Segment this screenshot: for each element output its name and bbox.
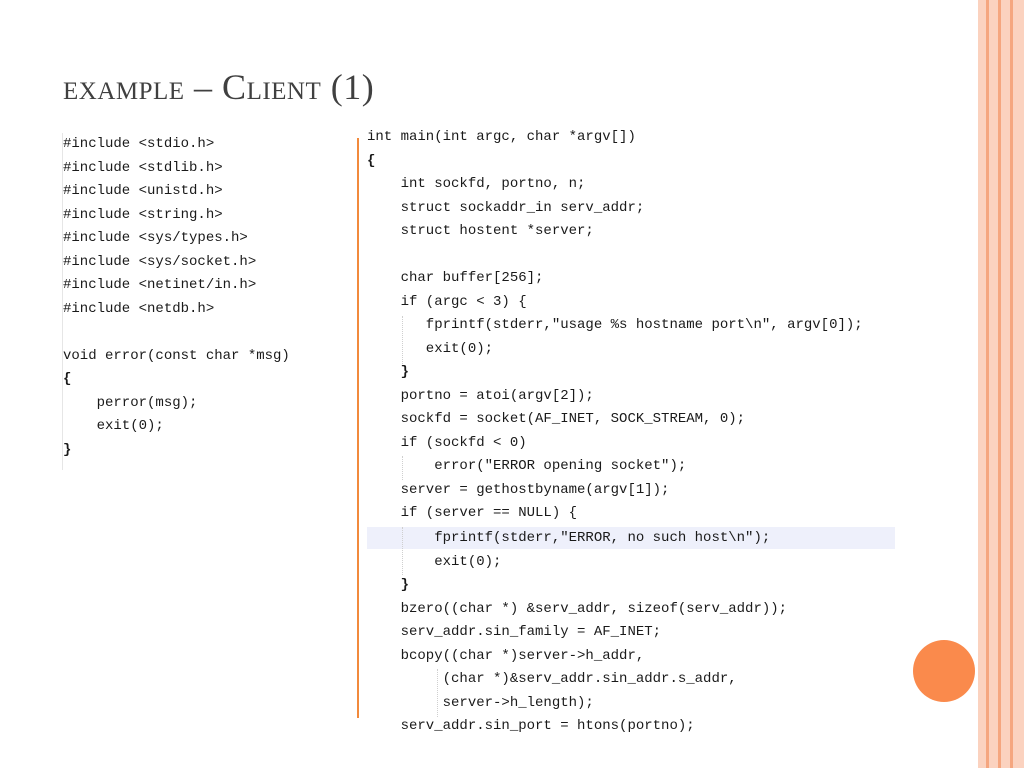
code-line: bcopy((char *)server->h_addr, [367,647,645,664]
stripe [986,0,989,768]
code-line: } [367,577,410,593]
code-line: error("ERROR opening socket"); [367,458,687,474]
code-line: fprintf(stderr,"usage %s hostname port\n… [367,317,863,333]
decorative-circle [913,640,975,702]
indent-guide [437,669,439,717]
code-line: exit(0); [367,553,502,570]
code-line: struct hostent *server; [367,223,594,239]
code-line: fprintf(stderr,"ERROR, no such host\n"); [367,530,771,546]
code-line: int sockfd, portno, n; [367,176,586,192]
code-line: struct sockaddr_in serv_addr; [367,199,645,216]
code-line: #include <string.h> [63,206,223,223]
code-block-rule [357,138,359,718]
stripe [1010,0,1013,768]
code-line: #include <netinet/in.h> [63,277,257,293]
code-line: char buffer[256]; [367,270,544,286]
code-line: bzero((char *) &serv_addr, sizeof(serv_a… [367,600,788,617]
code-line: if (server == NULL) { [367,505,578,521]
code-line: #include <sys/socket.h> [63,253,257,270]
code-line: } [367,364,410,380]
indent-guide [402,316,404,364]
stripe [978,0,986,768]
slide-title: example – Client (1) [63,67,375,107]
code-line: serv_addr.sin_port = htons(portno); [367,718,695,734]
stripe [998,0,1001,768]
code-line: #include <unistd.h> [63,183,223,199]
code-line: { [63,371,72,387]
code-line: perror(msg); [63,394,198,411]
indent-guide [402,527,404,575]
indent-guide [402,456,404,480]
code-line: #include <netdb.h> [63,300,215,317]
code-line: { [367,152,376,169]
code-line: exit(0); [63,418,164,434]
code-line: (char *)&serv_addr.sin_addr.s_addr, [367,671,737,687]
code-line: if (argc < 3) { [367,293,527,310]
left-code-block: #include <stdio.h> #include <stdlib.h> #… [62,133,359,470]
code-line: server->h_length); [367,694,594,711]
stripe [989,0,998,768]
decorative-stripes [978,0,1024,768]
stripe [1013,0,1024,768]
code-line: #include <stdlib.h> [63,159,223,176]
code-line: #include <sys/types.h> [63,230,248,246]
code-line: #include <stdio.h> [63,136,215,152]
code-line: exit(0); [367,340,494,357]
code-line: portno = atoi(argv[2]); [367,387,594,404]
stripe [1001,0,1010,768]
code-line: if (sockfd < 0) [367,434,527,451]
highlighted-line-background [367,527,895,549]
code-line: void error(const char *msg) [63,347,290,364]
code-line: server = gethostbyname(argv[1]); [367,481,670,498]
right-code-block: int main(int argc, char *argv[]) { int s… [357,126,897,738]
code-line: sockfd = socket(AF_INET, SOCK_STREAM, 0)… [367,411,746,427]
code-line: serv_addr.sin_family = AF_INET; [367,624,662,640]
code-line: } [63,441,72,458]
code-line: int main(int argc, char *argv[]) [367,129,636,145]
